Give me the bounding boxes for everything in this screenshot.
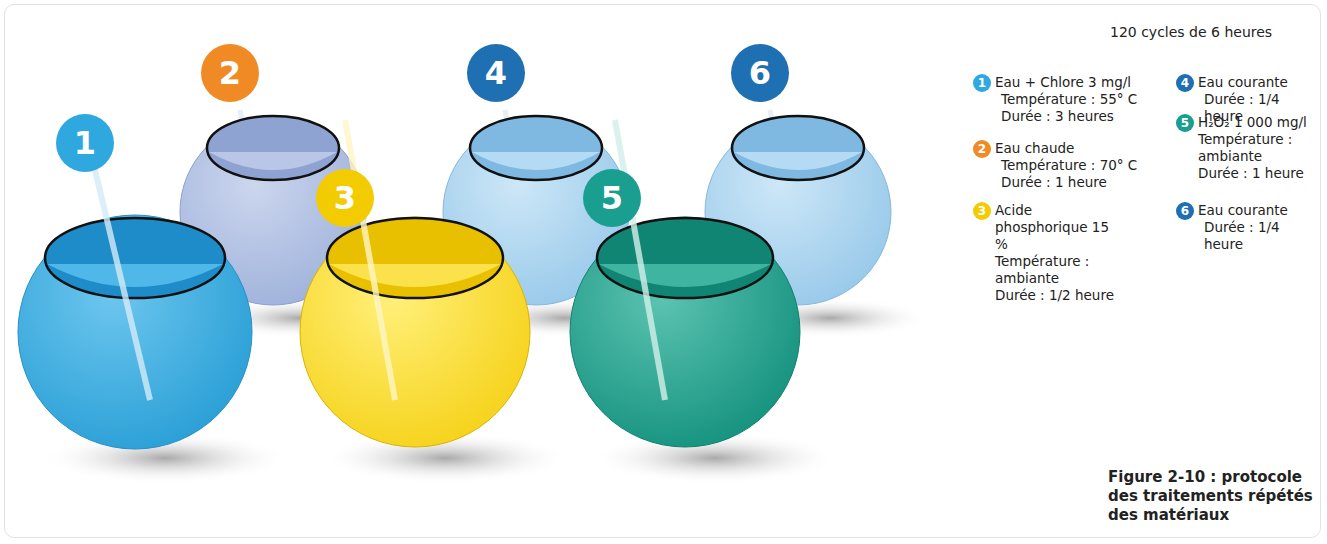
step-text: Eau chaude xyxy=(995,140,1165,157)
callout-badge: 2 xyxy=(201,44,259,102)
callout-number: 5 xyxy=(601,179,623,217)
step-text: Température : 70° C xyxy=(995,157,1165,174)
step-text: Durée : 3 heures xyxy=(995,108,1165,125)
step-text: Eau courante xyxy=(1198,202,1318,219)
step-text: Température : ambiante xyxy=(1198,131,1313,165)
step-description: 5H₂O₂ 1 000 mg/lTempérature : ambianteDu… xyxy=(1198,114,1313,182)
callout-number: 6 xyxy=(749,54,771,92)
callout-badge: 5 xyxy=(583,169,641,227)
step-text: Durée : 1 heure xyxy=(1198,165,1313,182)
bowl-5 xyxy=(570,120,800,447)
callout-badge: 3 xyxy=(316,169,374,227)
diagram-title: 120 cycles de 6 heures xyxy=(1110,24,1272,40)
step-text: Température : 55° C xyxy=(995,91,1165,108)
figure-caption: Figure 2-10 : protocole des traitements … xyxy=(1108,468,1318,525)
step-description: 1Eau + Chlore 3 mg/lTempérature : 55° CD… xyxy=(995,74,1165,125)
step-text: Durée : 1 heure xyxy=(995,174,1165,191)
step-text: Durée : 1/2 heure xyxy=(995,287,1120,304)
step-text: Température : ambiante xyxy=(995,253,1120,287)
step-number: 2 xyxy=(973,140,991,158)
step-text: H₂O₂ 1 000 mg/l xyxy=(1198,114,1313,131)
step-number: 4 xyxy=(1176,74,1194,92)
step-description: 3Acide phosphorique 15 %Température : am… xyxy=(995,202,1120,304)
bowl-1 xyxy=(18,170,252,449)
callout-number: 2 xyxy=(219,54,241,92)
step-text: Eau courante xyxy=(1198,74,1318,91)
step-description: 2Eau chaudeTempérature : 70° CDurée : 1 … xyxy=(995,140,1165,191)
callout-badge: 6 xyxy=(731,44,789,102)
step-text: Durée : 1/4 heure xyxy=(1198,219,1318,253)
step-number: 3 xyxy=(973,202,991,220)
bowl-3 xyxy=(300,120,530,447)
callout-number: 4 xyxy=(485,54,507,92)
callout-badge: 1 xyxy=(56,114,114,172)
callout-number: 3 xyxy=(334,179,356,217)
callout-number: 1 xyxy=(74,124,96,162)
callout-badge: 4 xyxy=(467,44,525,102)
step-description: 6Eau couranteDurée : 1/4 heure xyxy=(1198,202,1318,253)
step-number: 5 xyxy=(1176,114,1194,132)
step-number: 1 xyxy=(973,74,991,92)
step-text: Acide phosphorique 15 % xyxy=(995,202,1120,253)
step-text: Eau + Chlore 3 mg/l xyxy=(995,74,1165,91)
step-number: 6 xyxy=(1176,202,1194,220)
